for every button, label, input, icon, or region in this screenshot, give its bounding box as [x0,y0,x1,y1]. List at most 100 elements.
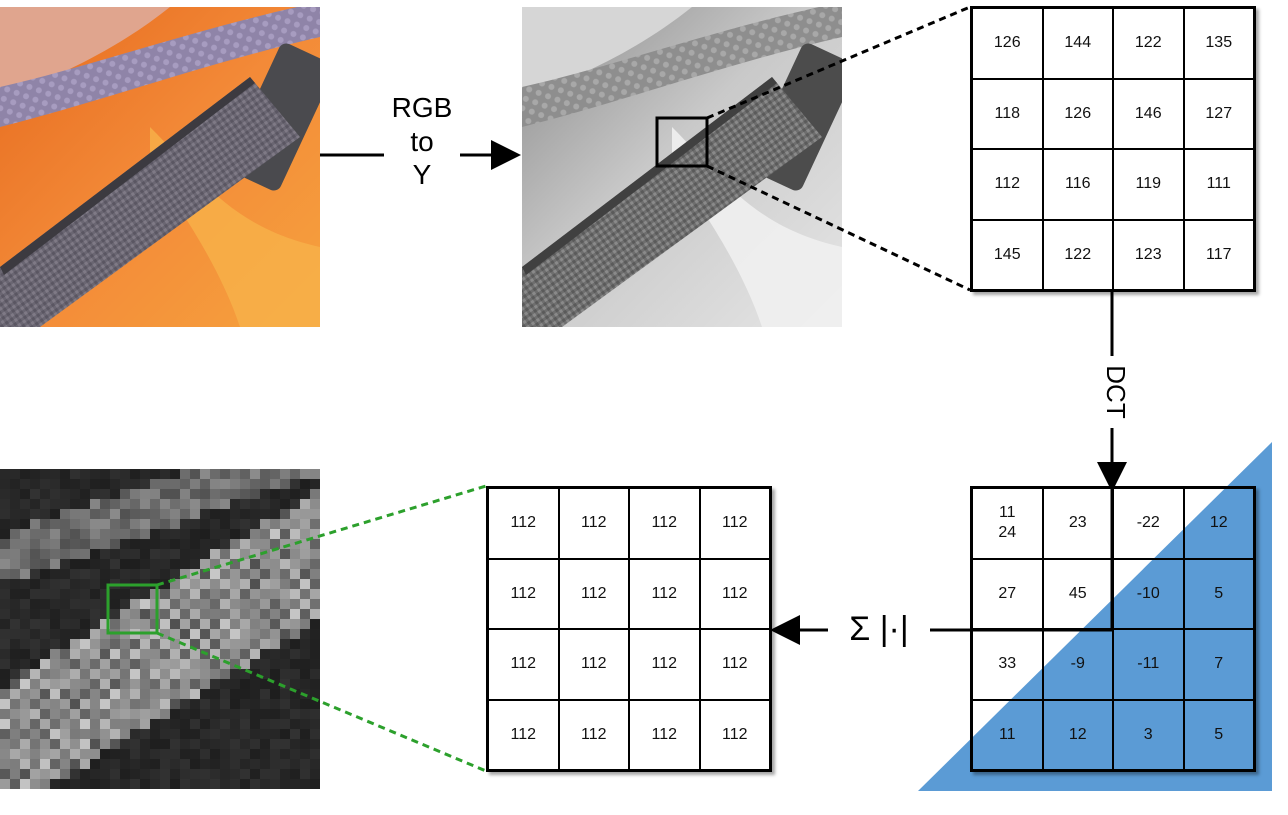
pixel [190,759,200,769]
matrix-cell: -22 [1113,488,1184,559]
pixel [170,559,180,569]
pixel [280,769,290,779]
matrix-cell: 111 [1183,149,1254,220]
pixel [180,709,190,719]
pixel [300,479,310,489]
pixel [240,539,250,549]
pixel [210,689,220,699]
pixel [130,739,140,749]
pixel [20,659,30,669]
pixel [250,659,260,669]
pixel [130,569,140,579]
pixel [90,479,100,489]
pixel [110,669,120,679]
pixel [190,749,200,759]
pixel [290,749,300,759]
pixel [60,539,70,549]
pixel [10,579,20,589]
pixel [240,629,250,639]
matrix-cell: 112 [488,699,559,770]
pixel [200,509,210,519]
pixel [0,529,10,539]
pixel [210,499,220,509]
pixel [60,629,70,639]
pixel [250,639,260,649]
pixel [0,469,10,479]
pixel [250,529,260,539]
pixel [50,629,60,639]
pixel [160,709,170,719]
pixel [280,589,290,599]
pixel [230,739,240,749]
pixel [300,779,310,789]
matrix-cell: 135 [1183,8,1254,79]
pixel [310,529,320,539]
pixel [20,539,30,549]
pixel [140,639,150,649]
pixel [230,559,240,569]
pixel [200,679,210,689]
pixel [50,759,60,769]
pixel [100,619,110,629]
pixel [150,469,160,479]
pixel [60,469,70,479]
pixel [90,589,100,599]
pixel [290,549,300,559]
pixel [140,679,150,689]
pixel [80,569,90,579]
pixel [30,569,40,579]
pixel [110,469,120,479]
pixel [50,559,60,569]
pixel [280,719,290,729]
pixel [210,709,220,719]
pixel [280,679,290,689]
pixel [20,599,30,609]
pixel [160,769,170,779]
pixel [150,639,160,649]
pixel [260,669,270,679]
pixel [140,709,150,719]
grayscale-photo [522,7,842,327]
pixel [170,759,180,769]
pixel [130,649,140,659]
pixel [80,549,90,559]
pixel [230,619,240,629]
pixel [290,779,300,789]
pixel [290,709,300,719]
pixel [100,709,110,719]
pixel [120,559,130,569]
pixel [120,539,130,549]
pixel [0,749,10,759]
pixel [80,729,90,739]
pixel [10,529,20,539]
pixel [10,739,20,749]
pixel [60,489,70,499]
pixel [50,729,60,739]
pixel [210,589,220,599]
pixel [300,759,310,769]
pixel [120,499,130,509]
pixel [260,579,270,589]
pixel [140,549,150,559]
pixel [130,709,140,719]
pixel [220,629,230,639]
matrix-cell: 116 [1042,149,1113,220]
pixel [310,539,320,549]
pixel [270,529,280,539]
pixel [280,629,290,639]
pixel [120,659,130,669]
pixel [220,519,230,529]
pixel [100,759,110,769]
pixel [80,489,90,499]
matrix-cell: 7 [1183,629,1254,700]
pixel [290,729,300,739]
pixel [250,669,260,679]
pixel [0,759,10,769]
pixel [300,509,310,519]
pixel [170,619,180,629]
pixel [180,469,190,479]
pixel [260,549,270,559]
pixel [80,539,90,549]
pixel [50,659,60,669]
pixel [110,689,120,699]
